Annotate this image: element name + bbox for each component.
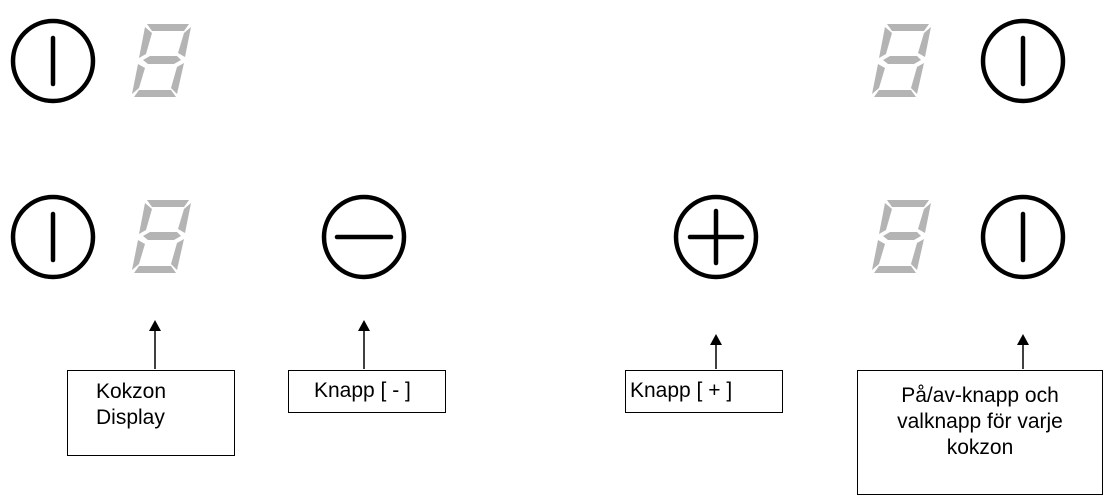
callout-arrow: [710, 334, 722, 369]
callout-arrow: [149, 320, 161, 369]
zone-display-digit: [132, 24, 191, 97]
zone-display-digit: [132, 200, 191, 273]
zone-display-digit: [872, 200, 931, 273]
callout-arrow: [358, 320, 370, 369]
callout-arrow: [1017, 334, 1029, 369]
power-icon[interactable]: [980, 18, 1066, 104]
power-button-callout: På/av-knapp och valknapp för varje kokzo…: [857, 370, 1103, 495]
plus-button-callout: Knapp [ + ]: [625, 370, 783, 413]
minus-icon[interactable]: [321, 194, 407, 280]
zone-display-digit: [872, 24, 931, 97]
power-icon[interactable]: [980, 194, 1066, 280]
zone-display-callout: Kokzon Display: [67, 370, 235, 456]
plus-icon[interactable]: [673, 194, 759, 280]
power-icon[interactable]: [10, 18, 96, 104]
minus-button-callout: Knapp [ - ]: [288, 370, 446, 413]
power-icon[interactable]: [10, 194, 96, 280]
